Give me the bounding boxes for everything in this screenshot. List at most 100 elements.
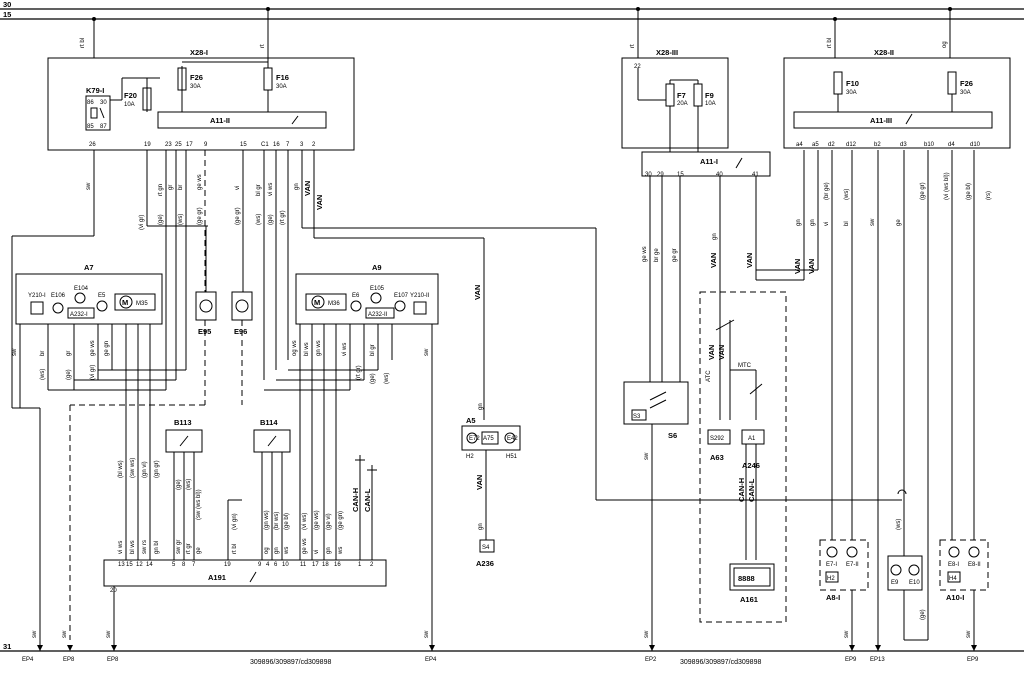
svg-text:bl gr: bl gr [256, 184, 262, 196]
svg-text:X28-II: X28-II [874, 48, 894, 57]
svg-text:E42: E42 [507, 436, 518, 442]
svg-text:F7: F7 [677, 91, 686, 100]
svg-text:EP13: EP13 [870, 657, 885, 663]
svg-text:9: 9 [258, 562, 262, 568]
svg-text:rt bl: rt bl [232, 544, 238, 554]
svg-text:gn: gn [712, 233, 718, 240]
svg-text:2: 2 [312, 142, 316, 148]
svg-text:E104: E104 [74, 286, 89, 292]
svg-text:ATC: ATC [706, 370, 712, 382]
svg-text:A75: A75 [483, 436, 494, 442]
svg-text:A5: A5 [466, 416, 476, 425]
svg-text:M36: M36 [328, 301, 340, 307]
lamps-e9-e10: E9 E10 [887, 540, 928, 641]
svg-text:b10: b10 [924, 142, 935, 148]
svg-text:E8-I: E8-I [948, 562, 959, 568]
svg-text:22: 22 [634, 64, 641, 70]
svg-text:29: 29 [657, 172, 664, 178]
svg-text:(ge gr): (ge gr) [920, 182, 926, 200]
svg-text:vi: vi [235, 186, 241, 190]
svg-text:M: M [122, 298, 128, 307]
svg-text:M: M [314, 298, 320, 307]
svg-text:gn: gn [796, 219, 802, 226]
a9-module: A9 M M36 E6 E105 A232-II E107 Y210-II og… [264, 263, 439, 651]
svg-text:gn: gn [326, 547, 332, 554]
svg-text:16: 16 [334, 562, 341, 568]
svg-text:EP2: EP2 [645, 657, 657, 663]
svg-text:30A: 30A [960, 90, 971, 96]
svg-text:41: 41 [752, 172, 759, 178]
svg-text:d3: d3 [900, 142, 907, 148]
svg-text:30: 30 [100, 100, 107, 106]
svg-text:S292: S292 [710, 436, 725, 442]
svg-text:ge ws: ge ws [90, 340, 96, 356]
svg-text:E10: E10 [909, 580, 920, 586]
svg-text:VAN: VAN [707, 345, 716, 360]
svg-text:K79-I: K79-I [86, 86, 104, 95]
svg-text:F26: F26 [960, 79, 973, 88]
x28-i-wires: sw rt gn gr br ge ws vi bl gr vi ws gn V… [11, 150, 902, 651]
svg-text:A11-III: A11-III [870, 116, 892, 125]
svg-text:(ws): (ws) [896, 519, 902, 530]
svg-text:Y210-I: Y210-I [28, 293, 46, 299]
x28-i-box: rt bl rt X28-I K79-I 86 30 85 87 F20 10A… [47, 9, 355, 151]
svg-text:sw: sw [870, 218, 876, 226]
svg-text:A9: A9 [372, 263, 382, 272]
svg-text:40: 40 [716, 172, 723, 178]
svg-text:ge gn: ge gn [104, 341, 110, 356]
svg-text:E6: E6 [352, 293, 360, 299]
svg-text:E95: E95 [198, 327, 211, 336]
svg-text:a4: a4 [796, 142, 803, 148]
svg-text:10: 10 [282, 562, 289, 568]
svg-text:87: 87 [100, 124, 107, 130]
svg-text:CAN-H: CAN-H [737, 478, 746, 502]
svg-text:S3: S3 [633, 414, 641, 420]
svg-text:ge ws: ge ws [302, 538, 308, 554]
lamp-a8-i: E7-I E7-II H2 A8-I [819, 539, 869, 651]
svg-text:26: 26 [89, 142, 96, 148]
svg-text:sw: sw [644, 452, 650, 460]
svg-text:F9: F9 [705, 91, 714, 100]
svg-text:sw: sw [32, 630, 38, 638]
svg-text:(ge): (ge) [176, 479, 182, 490]
svg-text:bl ws: bl ws [130, 540, 136, 554]
svg-text:15: 15 [677, 172, 684, 178]
svg-text:CAN-L: CAN-L [363, 488, 372, 512]
svg-text:(sw (ws bl)): (sw (ws bl)) [196, 489, 202, 520]
svg-text:VAN: VAN [475, 475, 484, 490]
svg-text:8888: 8888 [738, 574, 755, 583]
svg-text:B114: B114 [260, 418, 278, 427]
svg-text:VAN: VAN [717, 345, 726, 360]
svg-text:A1: A1 [748, 436, 756, 442]
svg-text:(vi ws): (vi ws) [302, 513, 308, 530]
svg-text:12: 12 [136, 562, 143, 568]
svg-text:MTC: MTC [738, 363, 752, 369]
svg-text:B113: B113 [174, 418, 192, 427]
svg-text:2: 2 [370, 562, 374, 568]
svg-text:7: 7 [192, 562, 196, 568]
svg-text:a5: a5 [812, 142, 819, 148]
svg-text:EP8: EP8 [107, 657, 119, 663]
svg-text:(br ge): (br ge) [824, 182, 830, 200]
svg-text:VAN: VAN [793, 259, 802, 274]
svg-text:bl: bl [844, 221, 850, 226]
svg-text:10A: 10A [705, 101, 716, 107]
svg-text:ge: ge [896, 219, 902, 226]
svg-text:(vi gn): (vi gn) [232, 513, 238, 530]
a5-module: A5 E72 A75 E42 H2 H51 gn VAN gn [461, 403, 521, 540]
svg-text:16: 16 [273, 142, 280, 148]
svg-text:vi ws: vi ws [342, 343, 348, 356]
svg-text:(ge bl): (ge bl) [966, 183, 972, 200]
svg-text:13: 13 [118, 562, 125, 568]
svg-text:17: 17 [312, 562, 319, 568]
svg-text:4: 4 [266, 562, 270, 568]
svg-text:19: 19 [144, 142, 151, 148]
climate-control-area: ATC MTC VAN VAN S292 A63 A1 A246 CAN-H C… [699, 291, 787, 623]
svg-text:17: 17 [186, 142, 193, 148]
svg-text:rt bl: rt bl [827, 38, 833, 48]
svg-text:vi ws: vi ws [118, 541, 124, 554]
svg-text:(vi gr): (vi gr) [139, 215, 145, 230]
svg-text:E7-I: E7-I [826, 562, 837, 568]
svg-text:E107: E107 [394, 293, 409, 299]
